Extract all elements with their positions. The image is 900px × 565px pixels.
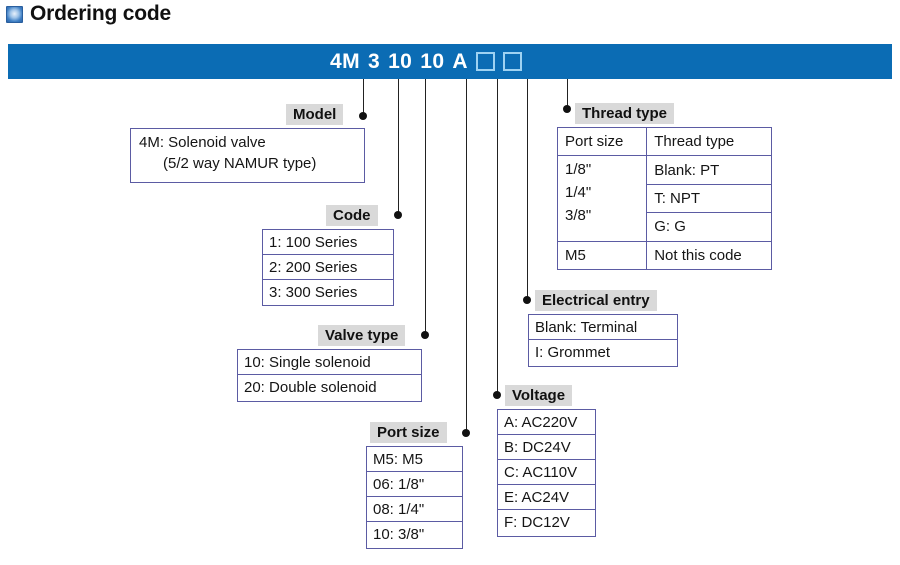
leader-line-voltage [497, 79, 498, 396]
callout-header-port-size: Port size [370, 422, 447, 443]
port-size-option-2: 06: 1/8" [367, 472, 462, 497]
thread-type-value-t-npt: T: NPT [646, 183, 771, 214]
code-option-3: 3: 300 Series [269, 284, 358, 301]
callout-box-voltage: A: AC220V B: DC24V C: AC110V E: AC24V F:… [497, 409, 596, 537]
callout-box-electrical-entry: Blank: Terminal I: Grommet [528, 314, 678, 367]
voltage-option-2: B: DC24V [498, 435, 595, 460]
leader-dot-valve-type [421, 331, 429, 339]
thread-type-port-size-m5: M5 [558, 240, 648, 269]
voltage-option-5: F: DC12V [504, 514, 570, 531]
thread-type-port-size-1: 1/8" [565, 161, 592, 179]
callout-header-valve-type: Valve type [318, 325, 406, 346]
code-segment-port-size: 10 [420, 49, 445, 73]
code-segment-series: 3 [367, 49, 381, 73]
leader-dot-model [359, 112, 367, 120]
code-segment-electrical-entry-placeholder [476, 52, 495, 71]
thread-type-col-header-thread-type: Thread type [646, 128, 771, 157]
ordering-code-string: 4M 3 10 10 A [8, 44, 892, 79]
valve-type-option-1: 10: Single solenoid [238, 350, 421, 375]
voltage-option-4: E: AC24V [498, 485, 595, 510]
leader-line-electrical-entry [527, 79, 528, 301]
table-row: 1/8" 1/4" 3/8" Blank: PT [558, 155, 771, 242]
page-title-row: Ordering code [6, 2, 171, 26]
table-row: T: NPT [558, 183, 771, 214]
leader-dot-voltage [493, 391, 501, 399]
thread-type-value-blank-pt: Blank: PT [646, 155, 771, 185]
code-option-2: 2: 200 Series [263, 255, 393, 280]
leader-dot-electrical-entry [523, 296, 531, 304]
leader-dot-code [394, 211, 402, 219]
table-row: M5 Not this code [558, 240, 771, 269]
voltage-option-3: C: AC110V [498, 460, 595, 485]
callout-header-thread-type: Thread type [575, 103, 675, 124]
code-segment-thread-type-placeholder [503, 52, 522, 71]
port-size-option-1: M5: M5 [367, 447, 462, 472]
code-option-1: 1: 100 Series [263, 230, 393, 255]
callout-header-voltage: Voltage [505, 385, 573, 406]
thread-type-port-size-2: 1/4" [565, 184, 592, 202]
thread-type-port-size-3: 3/8" [565, 207, 592, 225]
callout-header-code: Code [326, 205, 378, 226]
leader-dot-thread-type [563, 105, 571, 113]
callout-box-valve-type: 10: Single solenoid 20: Double solenoid [237, 349, 422, 402]
blue-square-bullet-icon [6, 5, 23, 23]
table-row-header: Port size Thread type [558, 128, 771, 157]
code-segment-valve-type: 10 [388, 49, 413, 73]
electrical-entry-option-1: Blank: Terminal [529, 315, 677, 340]
callout-box-model: 4M: Solenoid valve (5/2 way NAMUR type) [130, 128, 365, 183]
table-row: G: G [558, 212, 771, 242]
page-title: Ordering code [30, 2, 171, 25]
code-segment-voltage: A [452, 49, 468, 73]
leader-line-port-size [466, 79, 467, 434]
leader-dot-port-size [462, 429, 470, 437]
ordering-code-banner: 4M 3 10 10 A [8, 44, 892, 79]
thread-type-value-not-this-code: Not this code [646, 240, 771, 269]
thread-type-port-size-group: 1/8" 1/4" 3/8" [558, 155, 648, 242]
model-option-line-2: (5/2 way NAMUR type) [163, 155, 317, 172]
thread-type-value-g-g: G: G [646, 212, 771, 242]
model-option-line-1: 4M: Solenoid valve [139, 134, 266, 151]
thread-type-col-header-port-size: Port size [558, 128, 648, 157]
leader-line-thread-type [567, 79, 568, 109]
callout-table-thread-type: Port size Thread type 1/8" 1/4" 3/8" Bla… [557, 127, 772, 270]
leader-line-model [363, 79, 364, 117]
port-size-option-3: 08: 1/4" [367, 497, 462, 522]
callout-box-port-size: M5: M5 06: 1/8" 08: 1/4" 10: 3/8" [366, 446, 463, 549]
callout-header-model: Model [286, 104, 344, 125]
port-size-option-4: 10: 3/8" [373, 526, 425, 543]
leader-line-valve-type [425, 79, 426, 336]
code-segment-model: 4M [330, 49, 360, 73]
valve-type-option-2: 20: Double solenoid [244, 379, 377, 396]
voltage-option-1: A: AC220V [498, 410, 595, 435]
callout-header-electrical-entry: Electrical entry [535, 290, 657, 311]
leader-line-code [398, 79, 399, 217]
callout-box-code: 1: 100 Series 2: 200 Series 3: 300 Serie… [262, 229, 394, 306]
electrical-entry-option-2: I: Grommet [535, 344, 611, 361]
